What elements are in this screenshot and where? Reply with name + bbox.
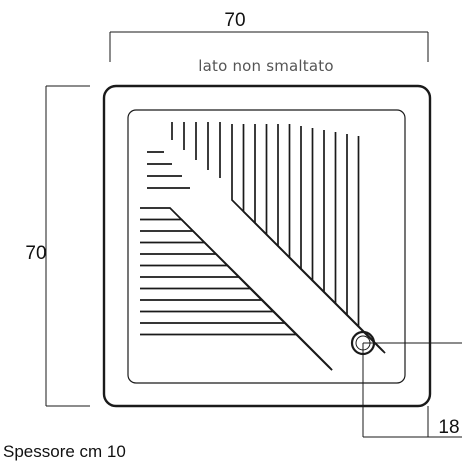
anti-slip-ridge-pattern (140, 122, 386, 371)
tray-outer-outline (102, 84, 432, 408)
thickness-spec-text: Spessore cm 10 (3, 442, 126, 461)
ridge-chevron-lower-3 (140, 241, 310, 348)
height-label: 70 (25, 243, 46, 264)
ridge-chevron-upper-11 (357, 136, 386, 354)
ridge-chevron-lower-10 (140, 322, 333, 371)
ridge-chevron-lower-5 (140, 264, 330, 368)
drain-offset-label: 18 (438, 417, 459, 438)
ridge-chevron-upper-8 (323, 130, 383, 351)
ridge-chevron-lower-6 (140, 276, 330, 368)
ridge-chevron-upper-10 (346, 134, 385, 353)
ridge-chevron-lower-2 (140, 230, 299, 337)
width-label: 70 (224, 10, 245, 31)
ridge-chevron-lower-0 (140, 207, 276, 314)
ridge-chevron-lower-4 (140, 253, 322, 360)
unglazed-side-label: lato non smaltato (198, 57, 333, 75)
width-dimension (109, 31, 429, 62)
height-dimension (45, 85, 90, 407)
ridge-chevron-lower-11 (140, 333, 333, 371)
tray-inner-outline (127, 109, 406, 384)
ridge-chevron-lower-1 (140, 218, 287, 325)
drain-offset-dimension (362, 342, 462, 438)
